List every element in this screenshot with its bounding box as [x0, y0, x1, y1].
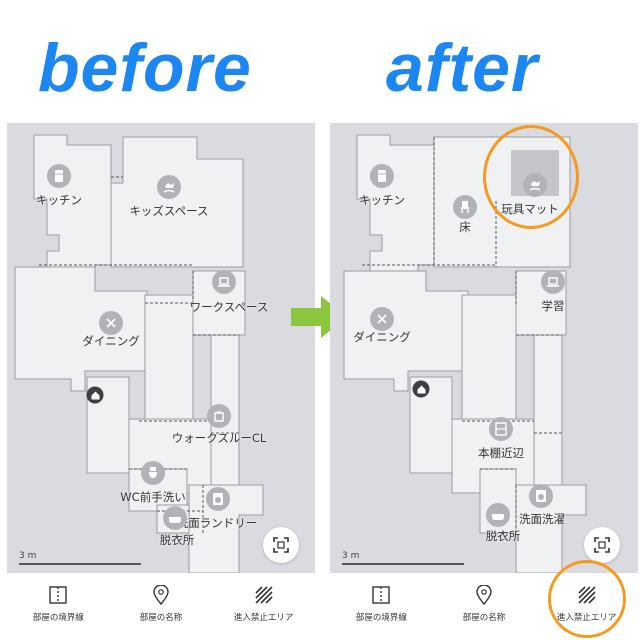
rocking-horse-icon[interactable] [157, 175, 181, 199]
room-name-button[interactable]: 部屋の名称 [110, 573, 213, 640]
scale-label: 3 m [19, 551, 37, 561]
room-label-washroom[interactable]: 洗面洗濯 [519, 512, 565, 526]
room-boundary-label: 部屋の境界線 [32, 613, 84, 623]
closet-area [533, 334, 563, 504]
room-name-label: 部屋の名称 [462, 613, 506, 623]
room-boundary-button[interactable]: 部屋の境界線 [7, 573, 110, 640]
fullscreen-icon [594, 537, 610, 553]
fullscreen-button[interactable] [263, 527, 299, 563]
bottom-toolbar: 部屋の境界線 部屋の名称 進入禁止エリア [7, 573, 315, 640]
bathtub-icon[interactable] [486, 503, 510, 527]
washroom-area [515, 484, 587, 573]
washing-machine-icon[interactable] [206, 487, 230, 511]
room-name-label: 部屋の名称 [139, 613, 183, 623]
after-heading: after [386, 30, 539, 106]
location-pin-icon [153, 585, 169, 605]
room-label-kitchen[interactable]: キッチン [359, 193, 405, 207]
room-label-laundry[interactable]: 洗面ランドリー [176, 516, 258, 530]
scale-indicator: 3 m [19, 551, 141, 565]
bookshelf-icon[interactable] [489, 417, 513, 441]
room-label-floor[interactable]: 床 [459, 220, 471, 234]
room-label-bookshelf[interactable]: 本棚近辺 [478, 446, 524, 460]
utensils-icon[interactable] [99, 311, 123, 335]
room-label-dining[interactable]: ダイニング [353, 330, 411, 344]
no-go-zone-button[interactable]: 進入禁止エリア [212, 573, 315, 640]
room-label-workspace[interactable]: ワークスペース [189, 300, 269, 314]
home-dock-icon[interactable] [412, 380, 430, 398]
room-label-kids-space[interactable]: キッズスペース [129, 204, 209, 218]
laptop-icon[interactable] [212, 270, 236, 294]
room-label-kitchen[interactable]: キッチン [36, 193, 82, 207]
hall-area [144, 294, 194, 422]
room-divider-icon [372, 586, 391, 604]
closet-icon[interactable] [207, 404, 231, 428]
before-heading: before [38, 30, 252, 106]
room-label-dressing[interactable]: 脱衣所 [485, 529, 521, 543]
laundry-area [188, 484, 264, 573]
bathtub-icon[interactable] [163, 506, 187, 530]
no-go-zone-icon [255, 586, 273, 604]
dining-area [14, 266, 158, 392]
fullscreen-icon [273, 537, 289, 553]
scale-bar [342, 563, 464, 565]
chair-icon[interactable] [453, 195, 477, 219]
hall-area [461, 294, 517, 422]
washing-machine-icon[interactable] [529, 484, 553, 508]
utensils-icon[interactable] [370, 307, 394, 331]
room-boundary-label: 部屋の境界線 [355, 613, 407, 623]
scale-bar [19, 563, 141, 565]
no-go-zone-highlight-circle [548, 560, 626, 638]
scale-label: 3 m [342, 551, 360, 561]
after-screenshot: キッチン 床 玩具マット 学習 ダイニング 本棚近辺 洗面洗濯 脱衣所 3 m [330, 123, 638, 640]
no-go-zone-label: 進入禁止エリア [233, 613, 294, 623]
before-screenshot: キッチン キッズスペース ワークスペース ダイニング ウォークスルーCL WC前… [7, 123, 315, 640]
room-label-dressing[interactable]: 脱衣所 [159, 533, 195, 547]
room-label-wc-washbasin[interactable]: WC前手洗い [120, 490, 186, 504]
scale-indicator: 3 m [342, 551, 464, 565]
toy-mat-highlight-circle [483, 125, 579, 229]
kids-space-area [110, 136, 244, 268]
home-dock-icon[interactable] [86, 386, 104, 404]
fullscreen-button[interactable] [584, 527, 620, 563]
room-name-button[interactable]: 部屋の名称 [433, 573, 536, 640]
room-label-dining[interactable]: ダイニング [82, 334, 140, 348]
fridge-icon[interactable] [370, 164, 394, 188]
toilet-icon[interactable] [141, 461, 165, 485]
location-pin-icon [476, 585, 492, 605]
room-boundary-button[interactable]: 部屋の境界線 [330, 573, 433, 640]
room-divider-icon [49, 586, 68, 604]
room-label-walkthrough[interactable]: ウォークスルーCL [171, 431, 267, 445]
fridge-icon[interactable] [47, 164, 71, 188]
laptop-icon[interactable] [541, 270, 565, 294]
room-label-study[interactable]: 学習 [541, 299, 565, 313]
